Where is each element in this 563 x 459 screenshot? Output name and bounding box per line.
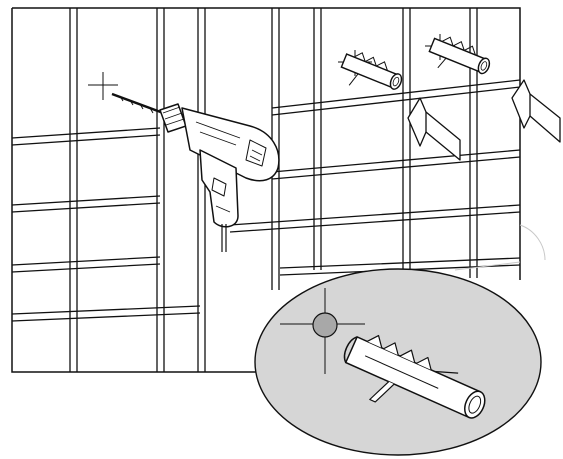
crosshair-icon (88, 72, 118, 100)
magnifier-icon (254, 268, 542, 456)
arrow-icon (511, 79, 561, 143)
tile-grid (11, 8, 521, 372)
tile-wall (11, 7, 521, 373)
drill-mark (312, 312, 338, 338)
faint-tile-edges (454, 224, 546, 271)
drill-icon (111, 92, 280, 252)
wall-plug-icon (428, 36, 491, 75)
wall-plug-icon (343, 334, 486, 419)
wall-plug-icon (340, 52, 403, 90)
arrow-icon (407, 97, 461, 161)
wall-outline (11, 7, 521, 373)
